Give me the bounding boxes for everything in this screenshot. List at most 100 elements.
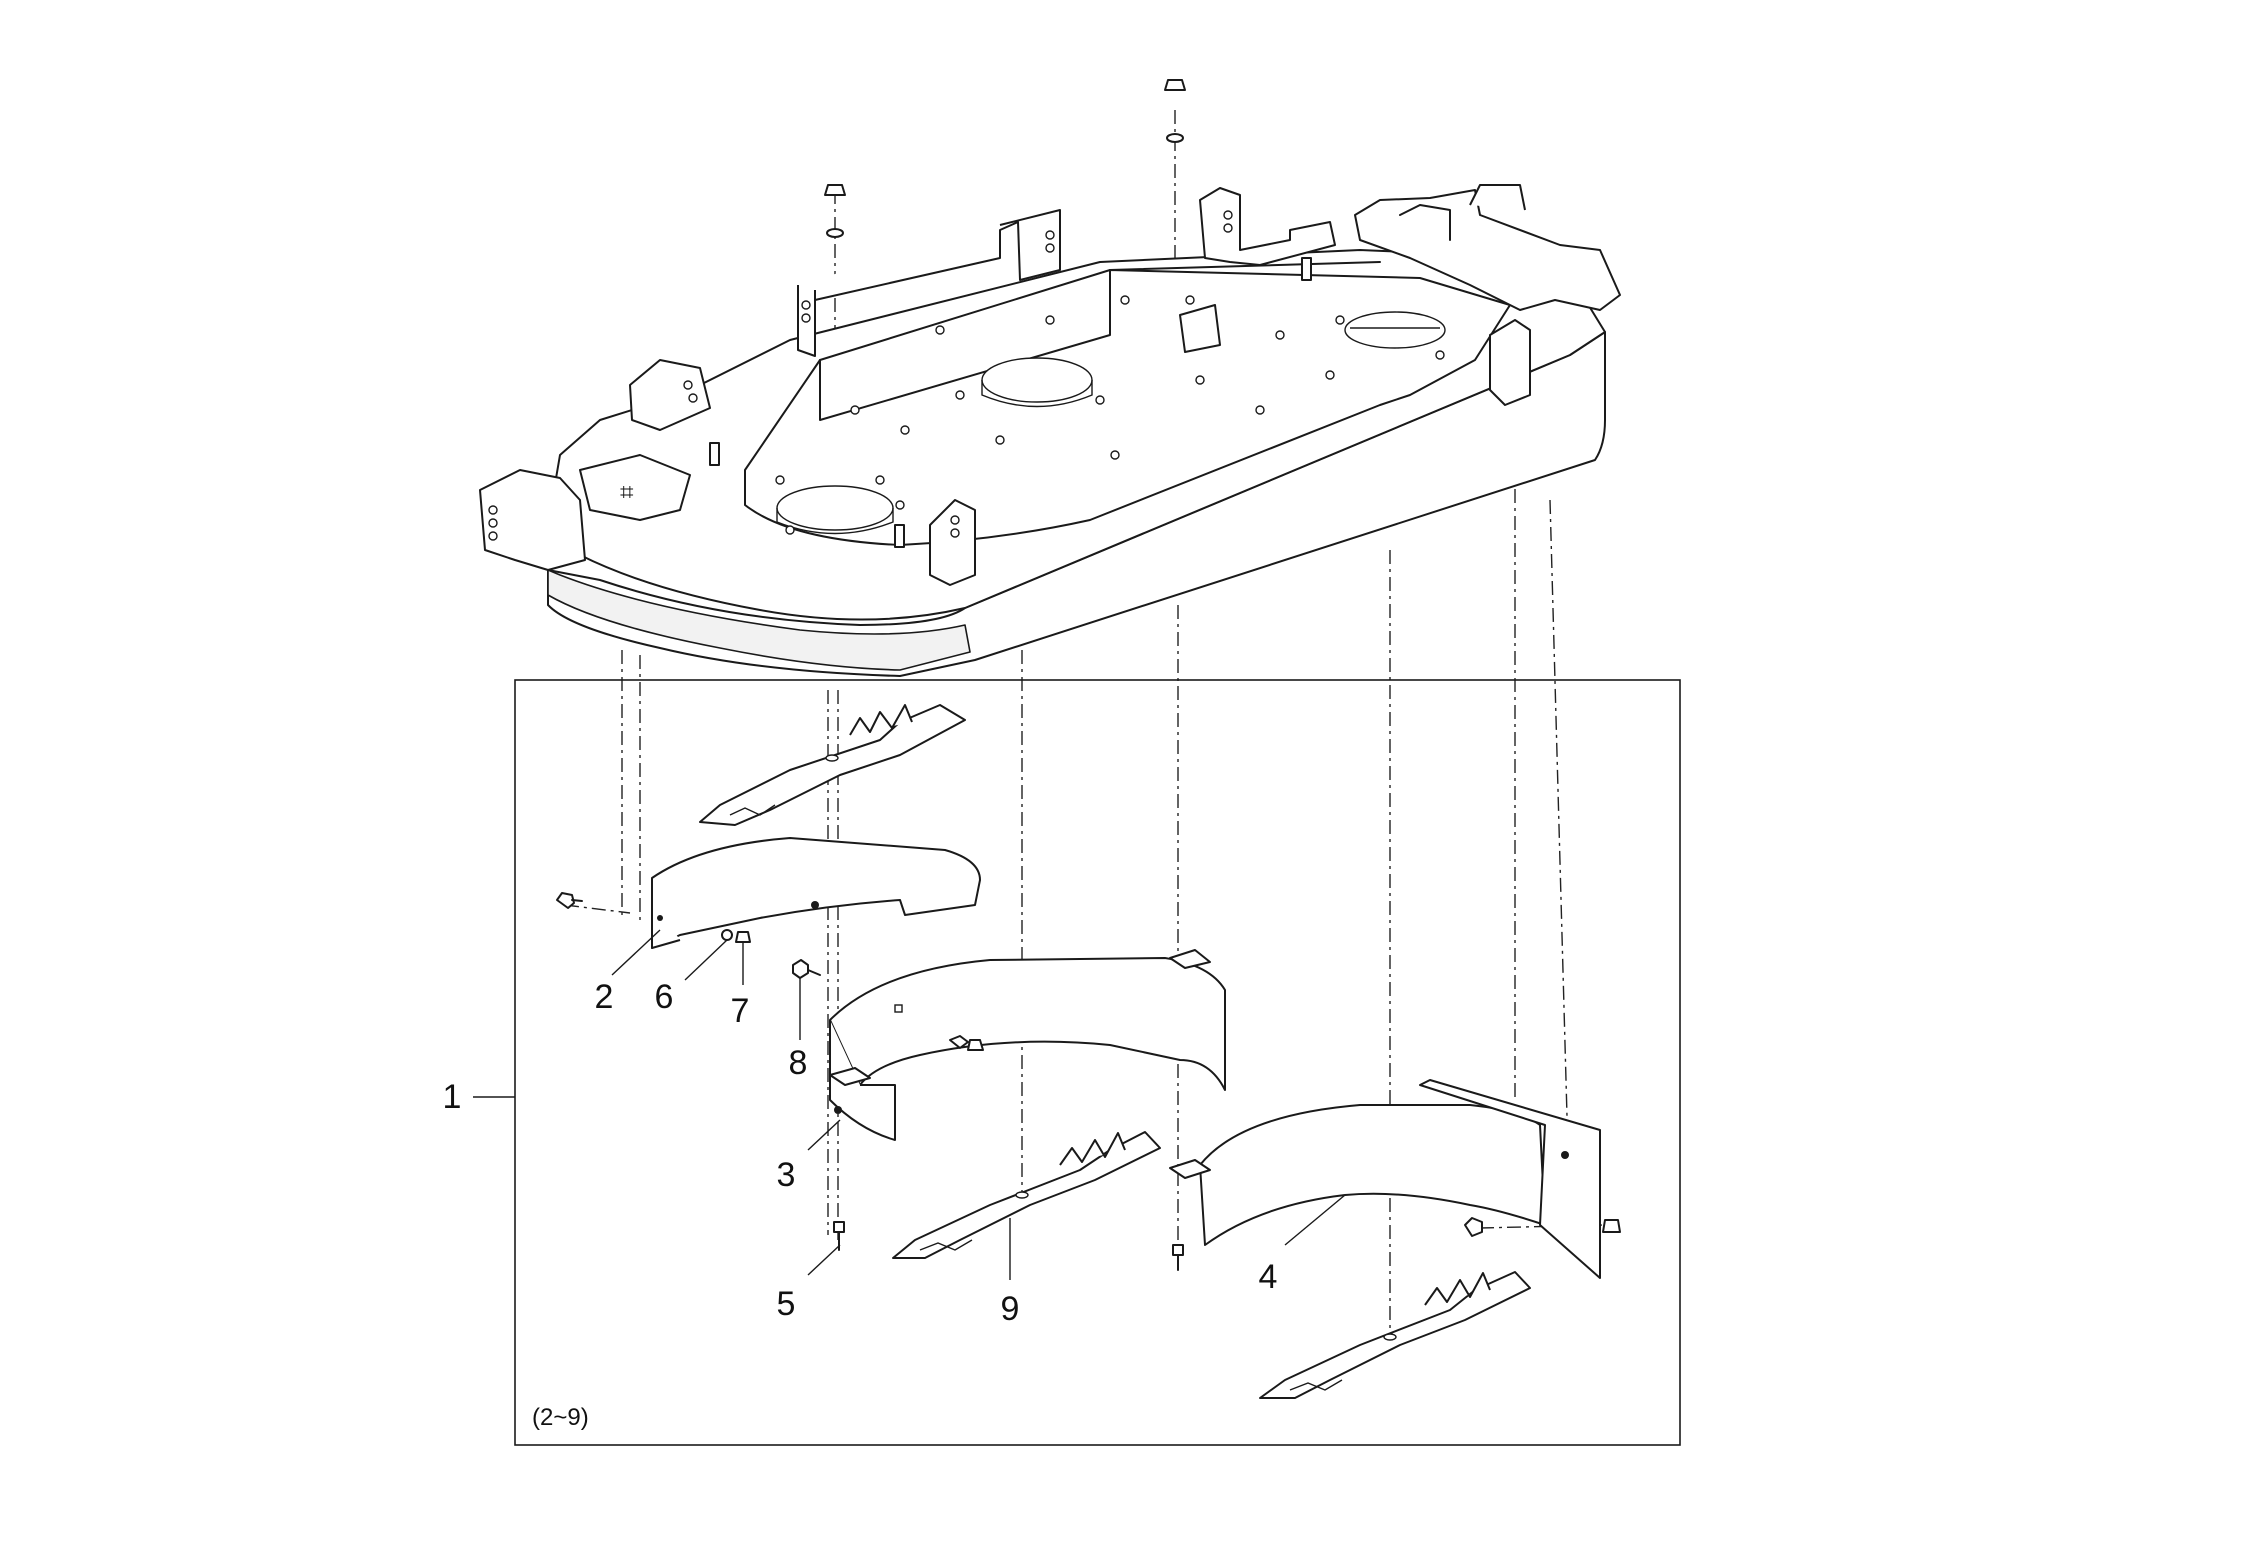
nut-top-left <box>824 184 846 196</box>
deck-rear-edge <box>1109 261 1381 271</box>
assembly-range-note: (2~9) <box>532 1404 589 1431</box>
centerline-side-bolt-left <box>564 904 631 914</box>
callout-9: 9 <box>1001 1290 1020 1328</box>
leader-lines <box>473 929 1346 1280</box>
blade-center-serration <box>919 1239 973 1251</box>
deck-plate-holes <box>775 295 1445 535</box>
bracket-hole-4 <box>1045 243 1055 253</box>
bracket-hole-12 <box>488 518 498 528</box>
washer-center <box>949 1035 969 1049</box>
bolt-shank-part-8 <box>807 969 821 976</box>
bracket-hole-10 <box>950 528 960 538</box>
assembly-frame <box>514 679 1681 1446</box>
bracket-hole-1 <box>801 300 811 310</box>
bolt-head-center-bottom <box>1172 1244 1184 1256</box>
nut-part-7 <box>735 931 751 943</box>
baffle-left-flange <box>651 900 681 949</box>
bolt-shank-left <box>571 899 583 902</box>
baffle-left-rivet <box>811 901 819 909</box>
leader-3 <box>807 1119 841 1151</box>
washer-top-right <box>1166 133 1184 143</box>
callout-5: 5 <box>777 1285 796 1323</box>
deck-stud-2 <box>894 524 905 548</box>
leader-4 <box>1284 1194 1346 1246</box>
bracket-hole-2 <box>801 313 811 323</box>
deck-bracket-right-front <box>1489 319 1531 406</box>
blade-center <box>892 1131 1161 1259</box>
blade-right <box>1259 1271 1531 1399</box>
deck-stud-3 <box>1301 257 1312 281</box>
callout-3: 3 <box>777 1156 796 1194</box>
deck-bracket-left-rear <box>797 209 1061 357</box>
baffle-center-slot <box>894 1004 903 1013</box>
baffle-center-shell <box>829 957 1226 1091</box>
nut-right <box>1602 1219 1621 1233</box>
bolt-head-part-5 <box>833 1221 845 1233</box>
leader-2 <box>611 929 661 976</box>
baffle-left-part-2 <box>651 837 981 949</box>
baffle-right-shell <box>1199 1104 1546 1246</box>
bolt-head-right <box>1464 1217 1483 1237</box>
spindle-opening-left <box>776 485 894 531</box>
deck-spindle-boss <box>1179 304 1221 353</box>
deck-stud-1 <box>709 442 720 466</box>
deck-skirt <box>547 331 1606 677</box>
callout-2: 2 <box>595 978 614 1016</box>
baffle-center-tab <box>829 1067 871 1086</box>
leader-5 <box>807 1244 841 1276</box>
blade-left-serration <box>729 804 776 816</box>
hardware-bolts <box>556 892 1621 1271</box>
blade-left-teeth <box>849 704 913 736</box>
leader-6 <box>684 939 728 981</box>
blade-left-body <box>699 704 966 826</box>
deck-bracket-center-rear <box>1199 187 1336 266</box>
mower-deck: ⌗ <box>479 79 1621 677</box>
bracket-hole-6 <box>1223 223 1233 233</box>
discharge-bracket-left <box>479 469 586 571</box>
centerline-right-bolt <box>1549 499 1571 1226</box>
deck-top-hardware <box>824 79 1186 238</box>
bracket-hole-3 <box>1045 230 1055 240</box>
deck-front-lip <box>547 569 971 671</box>
spindle-opening-right <box>1344 311 1446 349</box>
blade-center-hole <box>1015 1191 1029 1199</box>
spindle-opening-left-wall <box>776 508 894 535</box>
callout-1: 1 <box>443 1078 462 1116</box>
washer-top-left <box>826 228 844 238</box>
baffle-right-rivet <box>1561 1151 1569 1159</box>
blade-center-teeth <box>1059 1132 1126 1166</box>
blade-right-serration <box>1289 1379 1343 1391</box>
spindle-opening-center-wall <box>981 380 1093 408</box>
baffle-left-shell <box>651 837 981 949</box>
baffle-right-tab <box>1169 1159 1211 1179</box>
bracket-hole-11 <box>488 505 498 515</box>
callout-6: 6 <box>655 978 674 1016</box>
deck-bracket-front-center <box>929 499 976 586</box>
baffle-center-side <box>829 1020 896 1141</box>
bolt-head-part-8 <box>792 959 809 979</box>
baffle-center-tab-2 <box>1169 949 1211 969</box>
callout-4: 4 <box>1259 1258 1278 1296</box>
deck-bracket-left-front <box>629 359 711 431</box>
baffle-left-hole <box>657 915 663 921</box>
bracket-hole-5 <box>1223 210 1233 220</box>
deck-bracket-right-rear-detail <box>1399 204 1451 241</box>
blade-right-hole <box>1383 1333 1397 1341</box>
callout-labels: 1 2 3 4 5 6 7 8 9 (2~9) <box>443 978 1278 1431</box>
bracket-hole-13 <box>488 531 498 541</box>
deck-logo-plate <box>579 454 691 521</box>
baffle-center-part-3 <box>829 949 1226 1141</box>
nut-top-right <box>1164 79 1186 91</box>
baffle-right-side-plate <box>1419 1079 1601 1279</box>
callout-7: 7 <box>731 992 750 1030</box>
deck-rear-wall <box>819 269 1111 421</box>
bracket-hole-9 <box>950 515 960 525</box>
blade-left-hole <box>825 754 839 762</box>
bolt-head-left <box>556 892 575 909</box>
baffle-center-rivet <box>834 1106 842 1114</box>
callout-8: 8 <box>789 1044 808 1082</box>
bracket-hole-8 <box>688 393 698 403</box>
washer-part-6 <box>721 929 733 941</box>
